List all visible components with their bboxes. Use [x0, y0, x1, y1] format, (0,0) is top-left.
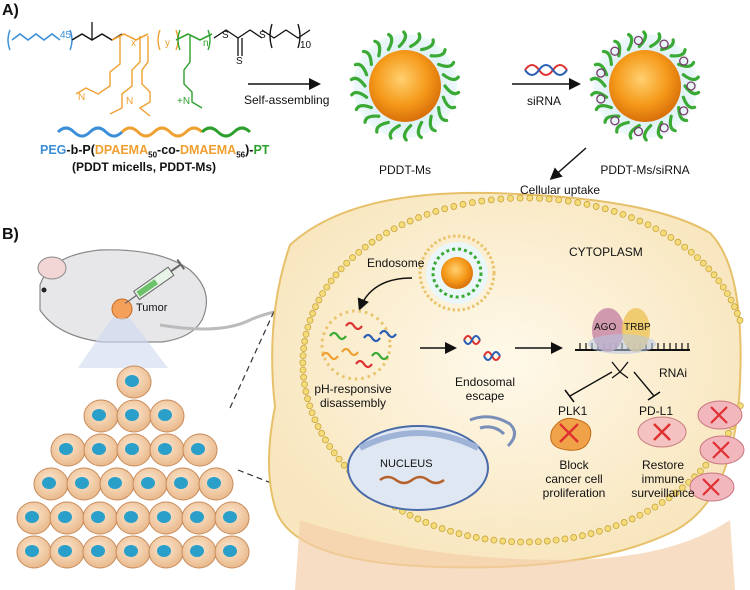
panel-a-label: A) [2, 2, 19, 19]
inhibit-plk1 [569, 371, 613, 397]
inhibit-pdl1 [633, 371, 655, 397]
sulfur-label-2: S [259, 30, 266, 41]
ago-label: AGO [594, 322, 617, 333]
disassembly-icon [320, 309, 397, 381]
block-label-2: cancer cell [545, 472, 603, 486]
pddt-sirna-micelle-icon [589, 30, 701, 142]
escape-label: escape [465, 389, 505, 403]
quaternary-nitrogen-label: +N [177, 96, 191, 107]
disassembly-label: disassembly [319, 396, 387, 410]
nitrogen-label-2: N [126, 96, 134, 107]
sulfur-label-1: S [222, 30, 229, 41]
peg-repeat-label: 45 [60, 30, 72, 41]
self-assembling-label: Self-assembling [244, 93, 330, 107]
free-sirna-icon [463, 335, 501, 361]
block-label-1: Block [559, 458, 589, 472]
y-subscript: y [165, 38, 170, 49]
cytoplasm-label: CYTOPLASM [569, 245, 643, 259]
pdl1-label: PD-L1 [639, 404, 674, 418]
sirna-helix-icon [524, 64, 568, 76]
formula-b: -b- [66, 143, 83, 157]
endosome-label: Endosome [367, 256, 425, 270]
endosome-arrow [357, 277, 413, 311]
immune-cell-icons [689, 400, 745, 502]
nucleus-icon [347, 415, 516, 511]
endosomal-label: Endosomal [454, 375, 516, 389]
x-subscript: x [131, 38, 136, 49]
ph-responsive-label: pH-responsive [314, 382, 392, 396]
sulfur-label-3: S [236, 56, 243, 67]
pddt-ms-label: PDDT-Ms [379, 163, 431, 177]
plk1-protein-icon [550, 417, 592, 451]
formula-close: )- [245, 143, 254, 157]
formula-co: -co- [157, 143, 180, 157]
cellular-uptake-label: Cellular uptake [520, 183, 601, 197]
block-label-3: proliferation [542, 486, 606, 500]
pdl1-protein-icon [637, 416, 687, 448]
formula-dmaema: DMAEMA [179, 143, 237, 157]
tumor-cell-cluster [16, 365, 250, 569]
sirna-label: siRNA [527, 94, 562, 108]
formula-peg: PEG [40, 143, 67, 157]
polymer-structure [7, 22, 311, 138]
trbp-label: TRBP [624, 322, 651, 333]
cellular-uptake-arrow [549, 147, 587, 180]
panel-b-label: B) [2, 226, 19, 243]
formula-pt: PT [253, 143, 270, 157]
restore-label-2: immune [641, 472, 685, 486]
restore-label-3: surveillance [631, 486, 695, 500]
alkyl-repeat-label: 10 [300, 40, 312, 51]
formula-p: P( [82, 143, 95, 157]
n-subscript: n [203, 38, 209, 49]
plk1-label: PLK1 [558, 404, 588, 418]
pddt-ms-sirna-label: PDDT-Ms/siRNA [600, 163, 690, 177]
risc-complex-icon [575, 308, 690, 379]
nitrogen-label-1: N [78, 92, 86, 103]
endosome-icon [418, 234, 496, 312]
formula-dpaema: DPAEMA [94, 143, 149, 157]
formula-dmaema-sub: 56 [236, 150, 246, 160]
inhibit-plk1-bar [564, 389, 575, 403]
polymer-formula: PEG-b-P(DPAEMA50-co-DMAEMA56)-PT [40, 143, 269, 160]
tumor-label: Tumor [136, 302, 168, 314]
pddt-micelle-icon [349, 30, 461, 142]
restore-label-1: Restore [641, 458, 685, 472]
nucleus-label: NUCLEUS [380, 458, 433, 470]
inhibit-pdl1-bar [647, 391, 661, 401]
formula-dpaema-sub: 50 [148, 150, 158, 160]
rnai-label: RNAi [659, 366, 688, 380]
formula-subtitle: (PDDT micells, PDDT-Ms) [72, 160, 217, 174]
